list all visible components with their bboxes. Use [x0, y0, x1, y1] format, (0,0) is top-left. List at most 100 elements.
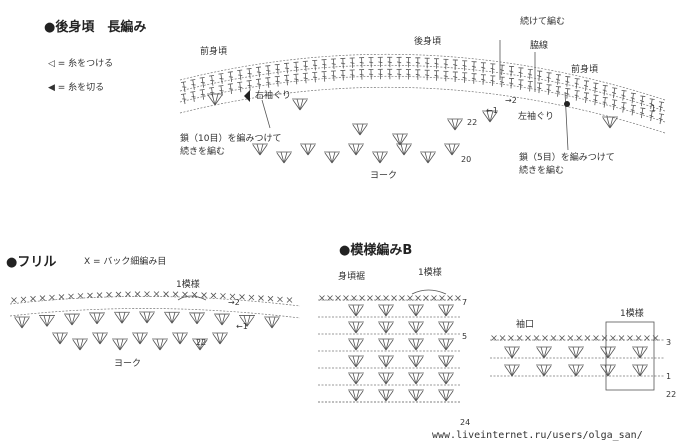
back-sc-symbol: [153, 291, 160, 297]
back-sc-symbol: [210, 292, 217, 299]
fan-stitch-symbol: [300, 143, 316, 156]
treble-stitch-symbol: [387, 56, 393, 68]
treble-stitch-symbol: [349, 57, 355, 69]
back-sc-symbol: [20, 296, 27, 303]
fan-stitch-symbol: [378, 372, 394, 385]
fan-stitch-symbol: [408, 355, 424, 368]
treble-stitch-symbol: [462, 72, 468, 83]
treble-stitch-symbol: [499, 64, 505, 76]
treble-stitch-symbol: [452, 59, 458, 71]
label-right-armhole: 右袖ぐり: [255, 91, 292, 101]
fan-stitch-symbol: [207, 93, 223, 106]
back-sc-symbol: [584, 335, 591, 341]
fan-stitch-symbol: [378, 338, 394, 351]
cut-yarn-dot-icon: [564, 101, 570, 107]
treble-stitch-symbol: [368, 56, 374, 68]
back-sc-symbol: [407, 295, 413, 301]
fan-stitch-symbol: [214, 313, 230, 326]
label-left-armhole: 左袖ぐり: [518, 112, 555, 122]
fan-stitch-symbol: [132, 332, 148, 345]
pattern-b-row-7: 7: [462, 298, 468, 307]
treble-stitch-symbol: [180, 93, 187, 105]
fan-stitch-symbol: [408, 304, 424, 317]
row-arrow-2: →2: [505, 96, 517, 105]
frill-row-1: ←1: [236, 322, 248, 331]
fan-stitch-symbol: [348, 338, 364, 351]
treble-stitch-symbol: [565, 88, 571, 99]
pattern-b-row-1: 1: [666, 372, 672, 381]
fan-stitch-symbol: [438, 389, 454, 402]
treble-stitch-symbol: [434, 58, 440, 69]
frill-row-22: 22: [196, 338, 207, 347]
fan-stitch-symbol: [408, 338, 424, 351]
fan-stitch-symbol: [438, 355, 454, 368]
pattern-b-row-5: 5: [462, 332, 468, 341]
treble-stitch-symbol: [405, 69, 411, 80]
back-sc-symbol: [58, 294, 65, 300]
fan-stitch-symbol: [378, 321, 394, 334]
fan-stitch-symbol: [504, 364, 520, 377]
back-sc-symbol: [391, 295, 397, 301]
fan-stitch-symbol: [420, 151, 436, 164]
fan-stitch-symbol: [396, 143, 412, 156]
treble-stitch-symbol: [537, 82, 543, 94]
treble-stitch-symbol: [518, 67, 524, 78]
fan-stitch-symbol: [14, 316, 30, 329]
treble-stitch-symbol: [330, 58, 336, 70]
frill-chain-line-2: [9, 308, 301, 319]
fan-stitch-symbol: [252, 143, 268, 156]
back-sc-symbol: [367, 295, 373, 301]
treble-stitch-symbol: [321, 59, 327, 70]
fan-stitch-symbol: [139, 311, 155, 324]
treble-stitch-symbol: [209, 75, 215, 86]
back-sc-symbol: [87, 292, 93, 299]
treble-stitch-symbol: [452, 71, 458, 83]
label-back-bodice: 後身頃: [414, 37, 442, 47]
pattern-b-row-3: 3: [666, 338, 672, 347]
fan-stitch-symbol: [504, 346, 520, 359]
note-chain-10-line2: 続きを編む: [180, 147, 226, 157]
treble-stitch-symbol: [227, 83, 234, 94]
note-chain-5: 鎖（5目）を編みつけて 続きを編む: [519, 150, 615, 176]
treble-stitch-symbol: [359, 57, 365, 68]
treble-stitch-symbol: [546, 72, 552, 83]
fan-stitch-symbol: [39, 315, 55, 327]
frill-title: ●フリル: [6, 251, 56, 270]
fan-stitch-symbol: [348, 321, 364, 334]
back-sc-symbol: [239, 294, 245, 300]
back-sc-symbol: [11, 297, 17, 303]
back-sc-symbol: [319, 295, 325, 301]
treble-stitch-symbol: [593, 94, 599, 106]
fan-stitch-symbol: [438, 321, 454, 334]
fan-stitch-symbol: [438, 304, 454, 317]
treble-stitch-symbol: [480, 74, 486, 85]
fan-stitch-symbol: [164, 311, 180, 324]
fan-stitch-symbol: [152, 338, 168, 351]
row-number-1: 1: [651, 104, 657, 113]
back-sc-symbol: [567, 335, 574, 341]
back-sc-symbol: [220, 293, 226, 299]
fan-stitch-symbol: [114, 311, 130, 324]
back-sc-symbol: [248, 294, 255, 301]
back-sc-symbol: [533, 335, 540, 341]
label-yoke: ヨーク: [370, 171, 398, 181]
fan-stitch-symbol: [239, 315, 255, 327]
fan-stitch-symbol: [392, 133, 408, 146]
treble-stitch-symbol: [265, 65, 271, 76]
treble-stitch-symbol: [602, 84, 608, 96]
fan-stitch-symbol: [292, 98, 308, 111]
treble-stitch-symbol: [434, 70, 440, 81]
back-sc-symbol: [550, 335, 557, 341]
fan-stitch-symbol: [348, 143, 364, 156]
treble-stitch-symbol: [415, 57, 421, 68]
back-sc-symbol: [491, 335, 497, 341]
treble-stitch-symbol: [340, 57, 346, 69]
treble-stitch-symbol: [574, 90, 580, 101]
back-sc-symbol: [431, 295, 437, 301]
treble-stitch-symbol: [443, 58, 449, 70]
frill-repeat-label: 1模様: [176, 280, 200, 290]
fan-stitch-symbol: [600, 364, 616, 377]
treble-stitch-symbol: [583, 92, 590, 103]
back-sc-symbol: [343, 295, 349, 301]
treble-stitch-symbol: [293, 61, 299, 73]
